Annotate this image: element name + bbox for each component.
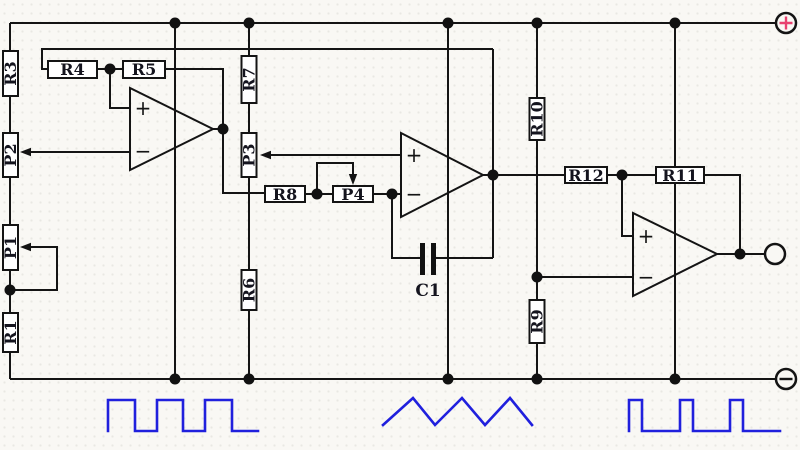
resistor-R6[interactable]: R6 — [240, 269, 259, 311]
resistor-body — [564, 166, 608, 184]
resistor-body — [2, 312, 19, 353]
junction-dot — [531, 17, 543, 29]
resistor-body — [528, 299, 546, 344]
potentiometer-body — [332, 185, 374, 203]
junction-dot — [531, 271, 543, 283]
junction-dot — [487, 169, 499, 181]
potentiometer-label: P4 — [341, 185, 364, 204]
triangle-wave — [381, 396, 534, 427]
junction-dot — [104, 63, 116, 75]
potentiometer-P4[interactable]: P4 — [332, 185, 374, 204]
p4-wiper-arrow-icon — [348, 174, 358, 185]
capacitor-C1[interactable]: C1 — [415, 243, 441, 301]
resistor-label: R6 — [240, 278, 259, 302]
output-terminal[interactable] — [763, 242, 787, 266]
resistor-label: R8 — [273, 185, 297, 204]
junction-dot — [734, 248, 746, 260]
junction-dot — [4, 284, 16, 296]
resistor-R1[interactable]: R1 — [1, 312, 20, 353]
square-wave-2 — [627, 398, 782, 433]
junction-dot — [169, 17, 181, 29]
right-section-wires — [536, 23, 765, 379]
junction-dot — [531, 373, 543, 385]
potentiometer-label: P1 — [1, 236, 20, 259]
resistor-label: R4 — [60, 60, 84, 79]
resistor-label: R11 — [662, 166, 698, 185]
p1-wiper-arrow-icon — [20, 242, 31, 252]
square-wave-1 — [106, 398, 260, 433]
resistor-label: R1 — [1, 320, 20, 344]
resistor-body — [655, 166, 705, 184]
opamp-triangle — [129, 86, 216, 172]
resistor-body — [240, 55, 258, 104]
resistor-label: R7 — [240, 67, 259, 91]
wires — [9, 22, 776, 380]
noninverting-input-label: + — [638, 224, 655, 248]
capacitor-plate — [431, 243, 436, 275]
resistor-body — [122, 60, 166, 79]
opamp-supply-lines — [174, 23, 676, 379]
p2-wiper-arrow-icon — [20, 147, 31, 157]
inverting-input-label: − — [638, 265, 655, 289]
noninverting-input-label: + — [406, 143, 423, 167]
resistor-R12[interactable]: R12 — [564, 166, 608, 185]
junction-dot — [669, 373, 681, 385]
plus-icon — [779, 16, 793, 30]
wiper-arrows — [20, 147, 358, 252]
noninverting-input-label: + — [135, 96, 152, 120]
potentiometer-body — [240, 132, 258, 178]
junction-dot — [669, 17, 681, 29]
junction-dot — [442, 373, 454, 385]
opamp-2[interactable]: + − — [400, 131, 486, 219]
potentiometer-label: P3 — [240, 143, 259, 166]
supply-rails — [9, 22, 776, 380]
waveforms — [106, 396, 782, 433]
resistor-body — [528, 97, 546, 141]
junction-dot — [243, 17, 255, 29]
junction-dots — [4, 17, 746, 385]
potentiometer-P1[interactable]: P1 — [1, 224, 20, 271]
resistor-R3[interactable]: R3 — [1, 50, 20, 97]
resistor-body — [47, 60, 98, 79]
junction-dot — [311, 188, 323, 200]
resistor-label: R9 — [528, 309, 547, 333]
junction-dot — [386, 188, 398, 200]
resistor-body — [2, 50, 19, 97]
opamp-3[interactable]: + − — [632, 211, 720, 298]
junction-dot — [616, 169, 628, 181]
opamp-triangle — [400, 131, 486, 219]
opamp-triangle — [632, 211, 720, 298]
potentiometer-P2[interactable]: P2 — [1, 132, 20, 178]
junction-dot — [169, 373, 181, 385]
resistor-R4[interactable]: R4 — [47, 60, 98, 79]
resistor-R11[interactable]: R11 — [655, 166, 705, 185]
positive-supply-terminal[interactable] — [774, 11, 798, 35]
resistor-body — [240, 269, 258, 311]
resistor-R7[interactable]: R7 — [240, 55, 259, 104]
opamp-1[interactable]: + − — [129, 86, 216, 172]
capacitor-label: C1 — [415, 281, 440, 301]
capacitor-plate — [420, 243, 425, 275]
potentiometer-label: P2 — [1, 143, 20, 166]
potentiometer-body — [2, 132, 19, 178]
junction-dot — [442, 17, 454, 29]
inverting-input-label: − — [406, 182, 423, 206]
resistor-R9[interactable]: R9 — [528, 299, 547, 344]
resistor-label: R12 — [568, 166, 604, 185]
p3-wiper-arrow-icon — [260, 150, 271, 160]
resistor-R5[interactable]: R5 — [122, 60, 166, 79]
resistor-R10[interactable]: R10 — [528, 97, 547, 141]
inverting-input-label: − — [135, 139, 152, 163]
negative-supply-terminal[interactable] — [774, 367, 798, 391]
junction-dot — [217, 123, 229, 135]
resistor-label: R5 — [132, 60, 156, 79]
potentiometer-body — [2, 224, 19, 271]
junction-dot — [243, 373, 255, 385]
resistor-label: R3 — [1, 61, 20, 85]
potentiometer-P3[interactable]: P3 — [240, 132, 259, 178]
resistor-body — [264, 185, 306, 203]
terminal-circle — [763, 242, 787, 266]
resistor-label: R10 — [528, 101, 547, 137]
resistor-R8[interactable]: R8 — [264, 185, 306, 204]
